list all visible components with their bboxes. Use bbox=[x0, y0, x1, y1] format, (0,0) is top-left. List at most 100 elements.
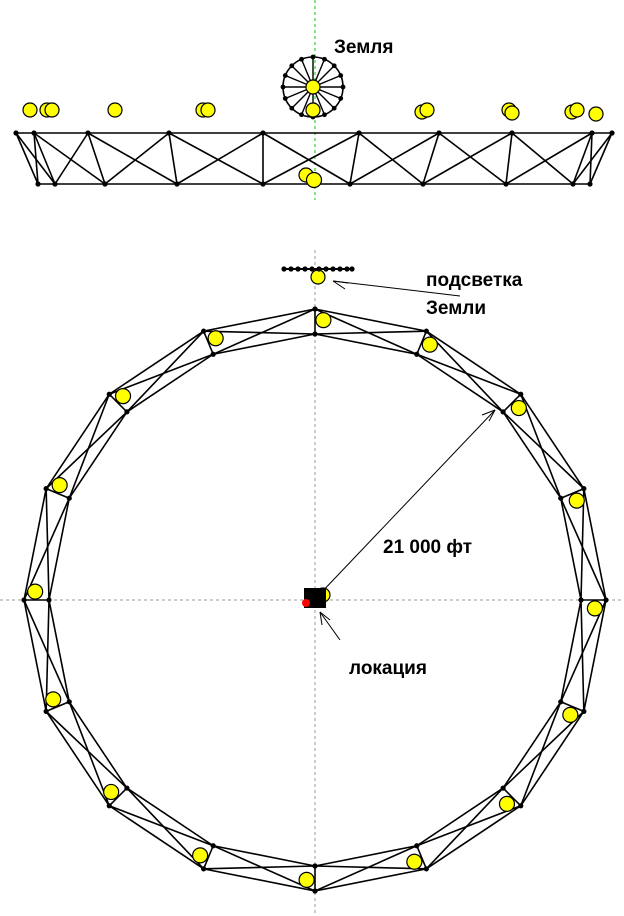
module-ball bbox=[305, 171, 323, 189]
diagonal bbox=[45, 710, 128, 789]
diagonal bbox=[68, 393, 110, 499]
module-ball bbox=[588, 106, 604, 122]
joint bbox=[280, 84, 286, 90]
joint bbox=[518, 803, 524, 809]
module-ball bbox=[406, 853, 423, 870]
strut bbox=[15, 132, 39, 185]
joint bbox=[340, 84, 346, 90]
joint bbox=[337, 266, 343, 272]
diagonal bbox=[212, 845, 316, 892]
strut bbox=[505, 132, 513, 185]
joint bbox=[13, 130, 19, 136]
radial-strut bbox=[108, 393, 128, 413]
annotations bbox=[281, 266, 496, 641]
joint bbox=[35, 181, 41, 187]
joint bbox=[312, 888, 318, 894]
module-ball bbox=[51, 477, 68, 494]
joint bbox=[124, 785, 130, 791]
diagonal bbox=[108, 353, 214, 395]
joint bbox=[338, 73, 344, 78]
diagonal bbox=[314, 845, 418, 892]
diagonal bbox=[212, 308, 316, 355]
joint bbox=[500, 409, 506, 415]
earth-label: Земля bbox=[334, 37, 393, 58]
diagonal bbox=[502, 710, 585, 789]
strut bbox=[262, 132, 351, 185]
joint bbox=[106, 391, 112, 397]
radial-strut bbox=[202, 330, 214, 355]
module-ball bbox=[586, 600, 603, 617]
diagonal bbox=[23, 497, 70, 601]
joint bbox=[289, 63, 295, 69]
module-ball bbox=[421, 336, 438, 353]
joint bbox=[420, 181, 426, 187]
module-ball bbox=[44, 102, 60, 118]
joint bbox=[578, 597, 584, 603]
module-ball bbox=[192, 847, 209, 864]
diagonal bbox=[416, 353, 522, 395]
outer-chord bbox=[583, 488, 607, 601]
strut bbox=[33, 132, 56, 185]
diagonal bbox=[520, 393, 562, 499]
joint bbox=[312, 331, 318, 337]
outer-chord bbox=[23, 488, 47, 601]
diagonal bbox=[520, 701, 562, 807]
inner-chord bbox=[48, 599, 71, 702]
joint bbox=[344, 266, 350, 272]
joint bbox=[282, 96, 288, 101]
joint bbox=[338, 96, 344, 101]
joint bbox=[309, 266, 315, 272]
outer-chord bbox=[108, 805, 205, 870]
joint bbox=[46, 597, 52, 603]
radial-strut bbox=[45, 487, 70, 499]
radius-line bbox=[317, 409, 496, 597]
module-ball bbox=[315, 312, 332, 329]
inner-chord bbox=[126, 353, 214, 413]
strut bbox=[33, 132, 106, 185]
diagonal bbox=[314, 865, 427, 870]
joint bbox=[289, 105, 295, 111]
module-ball bbox=[305, 79, 321, 95]
outer-chord bbox=[203, 308, 316, 332]
joint bbox=[347, 181, 353, 187]
earth-light-label-2: Земли bbox=[426, 298, 486, 319]
joint bbox=[174, 181, 180, 187]
joint bbox=[423, 328, 429, 334]
joint bbox=[124, 409, 130, 415]
diagonal bbox=[425, 330, 504, 413]
joint bbox=[322, 56, 327, 62]
joint bbox=[323, 266, 329, 272]
joint bbox=[414, 351, 420, 357]
diagonal bbox=[126, 330, 205, 413]
diagonal bbox=[560, 599, 607, 703]
inner-chord bbox=[68, 701, 128, 789]
joint bbox=[330, 266, 336, 272]
inner-chord bbox=[559, 599, 582, 702]
diagonal bbox=[203, 330, 316, 335]
module-ball bbox=[27, 583, 44, 600]
inner-chord bbox=[502, 701, 562, 789]
joint bbox=[509, 130, 515, 136]
inner-chord bbox=[559, 498, 582, 601]
outer-chord bbox=[314, 868, 427, 892]
joint bbox=[295, 266, 301, 272]
module-ball bbox=[207, 330, 224, 347]
earth-light-label-1: подсветка bbox=[426, 270, 523, 291]
diagonal bbox=[108, 805, 214, 847]
joint bbox=[558, 699, 564, 705]
habitat-modules bbox=[22, 79, 604, 888]
joint bbox=[423, 866, 429, 872]
outer-chord bbox=[314, 308, 427, 332]
joint bbox=[102, 181, 108, 187]
diagonal bbox=[580, 488, 585, 601]
inner-chord bbox=[68, 411, 128, 499]
module-ball bbox=[310, 269, 326, 285]
joint bbox=[518, 391, 524, 397]
module-ball bbox=[45, 691, 62, 708]
joint bbox=[609, 130, 615, 136]
joint bbox=[302, 266, 308, 272]
outer-chord bbox=[23, 599, 47, 712]
radial-strut bbox=[560, 701, 585, 713]
module-ball bbox=[103, 783, 120, 801]
